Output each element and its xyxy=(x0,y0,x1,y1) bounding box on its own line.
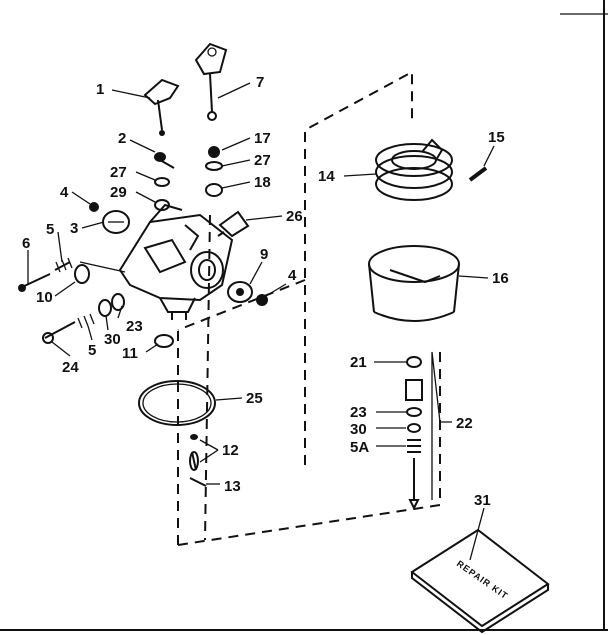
callout-17: 17 xyxy=(254,130,271,147)
callout-29: 29 xyxy=(110,184,127,201)
callout-30-right: 30 xyxy=(350,421,367,438)
fitting-26-part xyxy=(217,210,250,238)
small-seals-top xyxy=(89,146,223,212)
callout-11: 11 xyxy=(122,345,138,362)
callout-27-left: 27 xyxy=(110,164,127,181)
needle-12-13-parts xyxy=(189,434,207,487)
callout-21: 21 xyxy=(350,354,367,371)
pin-15-part xyxy=(468,166,488,182)
gasket-25-part xyxy=(138,380,216,426)
callout-22: 22 xyxy=(456,415,473,432)
callout-9: 9 xyxy=(260,246,268,263)
throttle-lever-part xyxy=(143,78,180,136)
callout-6: 6 xyxy=(22,235,30,252)
left-screws-springs xyxy=(18,257,174,348)
throttle-plate-part xyxy=(102,210,130,234)
callout-14: 14 xyxy=(318,168,335,185)
book-label: REPAIR KIT xyxy=(455,558,510,601)
choke-lever-part xyxy=(194,42,228,121)
callout-4-right: 4 xyxy=(288,267,297,284)
callout-23-left: 23 xyxy=(126,318,143,335)
bowl-gasket-14-part xyxy=(375,138,453,201)
callout-5A: 5A xyxy=(350,439,369,456)
callout-25: 25 xyxy=(246,390,263,407)
callout-1: 1 xyxy=(96,81,104,98)
bushing-9-part xyxy=(227,281,253,303)
screw-4-right-part xyxy=(256,294,268,306)
nozzle-assembly-part xyxy=(405,356,423,511)
callout-27-right: 27 xyxy=(254,152,271,169)
callout-2: 2 xyxy=(118,130,126,147)
repair-kit-book: REPAIR KIT xyxy=(410,528,550,634)
callout-7: 7 xyxy=(256,74,264,91)
callout-10: 10 xyxy=(36,289,53,306)
callout-13: 13 xyxy=(224,478,241,495)
callout-18: 18 xyxy=(254,174,271,191)
float-bowl-16-part xyxy=(368,245,460,322)
callout-5-bottom: 5 xyxy=(88,342,96,359)
callout-5-top: 5 xyxy=(46,221,54,238)
callout-26: 26 xyxy=(286,208,303,225)
assembly-guide-dashed xyxy=(177,70,441,546)
callout-31: 31 xyxy=(474,492,491,509)
callout-12: 12 xyxy=(222,442,239,459)
callout-15: 15 xyxy=(488,129,505,146)
callout-4-left: 4 xyxy=(60,184,69,201)
callout-23-right: 23 xyxy=(350,404,367,421)
callout-24: 24 xyxy=(62,359,79,376)
callout-16: 16 xyxy=(492,270,509,287)
leader-lines xyxy=(27,82,495,561)
callout-labels: 1 7 2 17 27 27 29 18 4 3 5 6 10 26 9 4 2… xyxy=(22,74,509,509)
callout-30-left: 30 xyxy=(104,331,121,348)
callout-3: 3 xyxy=(70,220,78,237)
carburetor-body-part xyxy=(118,203,234,320)
